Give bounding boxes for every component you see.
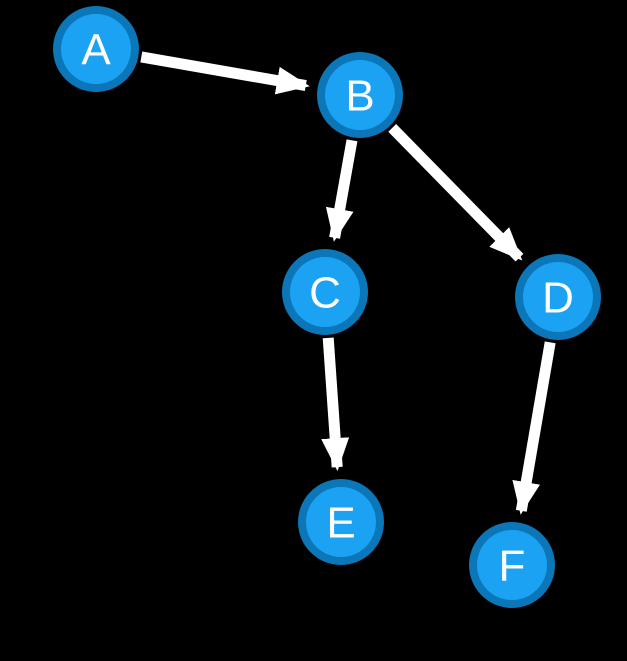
node-D[interactable]: D bbox=[515, 254, 601, 340]
node-A[interactable]: A bbox=[53, 6, 139, 92]
edge-C-E bbox=[321, 337, 350, 472]
node-E-fill bbox=[306, 487, 376, 557]
node-B[interactable]: B bbox=[317, 52, 403, 138]
node-E[interactable]: E bbox=[298, 479, 384, 565]
nodes-layer: A B C D EF bbox=[53, 6, 601, 608]
edges-layer bbox=[140, 51, 556, 515]
node-F[interactable]: F bbox=[469, 522, 555, 608]
node-B-fill bbox=[325, 60, 395, 130]
edge-A-B bbox=[140, 51, 310, 95]
node-C[interactable]: C bbox=[282, 249, 368, 335]
node-F-fill bbox=[477, 530, 547, 600]
edge-D-F bbox=[512, 341, 556, 515]
node-C-fill bbox=[290, 257, 360, 327]
edge-B-D bbox=[388, 124, 524, 262]
node-A-fill bbox=[61, 14, 131, 84]
edge-B-C bbox=[325, 139, 358, 242]
node-D-fill bbox=[523, 262, 593, 332]
